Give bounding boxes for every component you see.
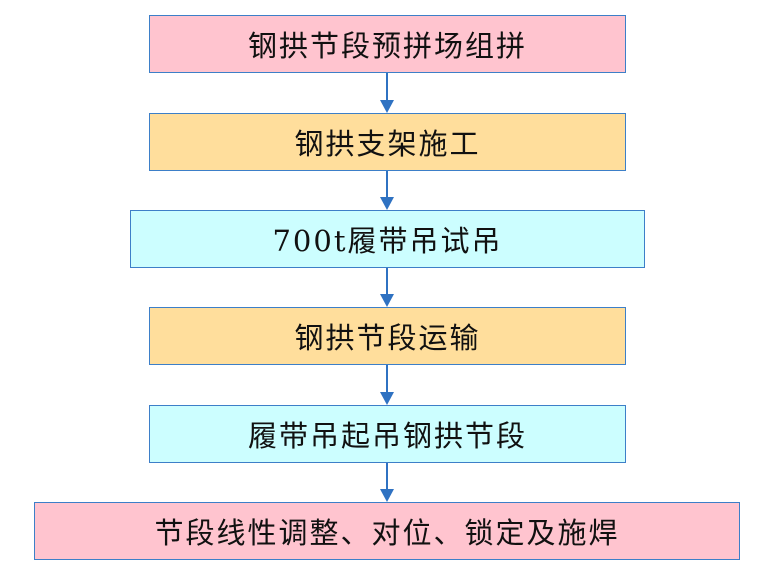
arrow-5-6 bbox=[380, 463, 394, 502]
step-6-box: 节段线性调整、对位、锁定及施焊 bbox=[34, 502, 740, 560]
step-1-box: 钢拱节段预拼场组拼 bbox=[149, 15, 626, 73]
step-5-box: 履带吊起吊钢拱节段 bbox=[149, 405, 626, 463]
step-4-box: 钢拱节段运输 bbox=[149, 307, 626, 365]
step-1-label: 钢拱节段预拼场组拼 bbox=[247, 29, 527, 63]
step-3-label: 700t履带吊试吊 bbox=[272, 224, 503, 258]
step-3-box: 700t履带吊试吊 bbox=[130, 210, 645, 268]
step-6-label: 节段线性调整、对位、锁定及施焊 bbox=[154, 516, 620, 550]
step-5-label: 履带吊起吊钢拱节段 bbox=[247, 419, 527, 453]
arrow-4-5 bbox=[380, 365, 394, 405]
step-2-box: 钢拱支架施工 bbox=[149, 113, 626, 171]
arrow-3-4 bbox=[380, 268, 394, 307]
arrow-1-2 bbox=[380, 73, 394, 113]
step-2-label: 钢拱支架施工 bbox=[294, 127, 481, 161]
arrow-2-3 bbox=[380, 171, 394, 210]
step-4-label: 钢拱节段运输 bbox=[294, 321, 481, 355]
